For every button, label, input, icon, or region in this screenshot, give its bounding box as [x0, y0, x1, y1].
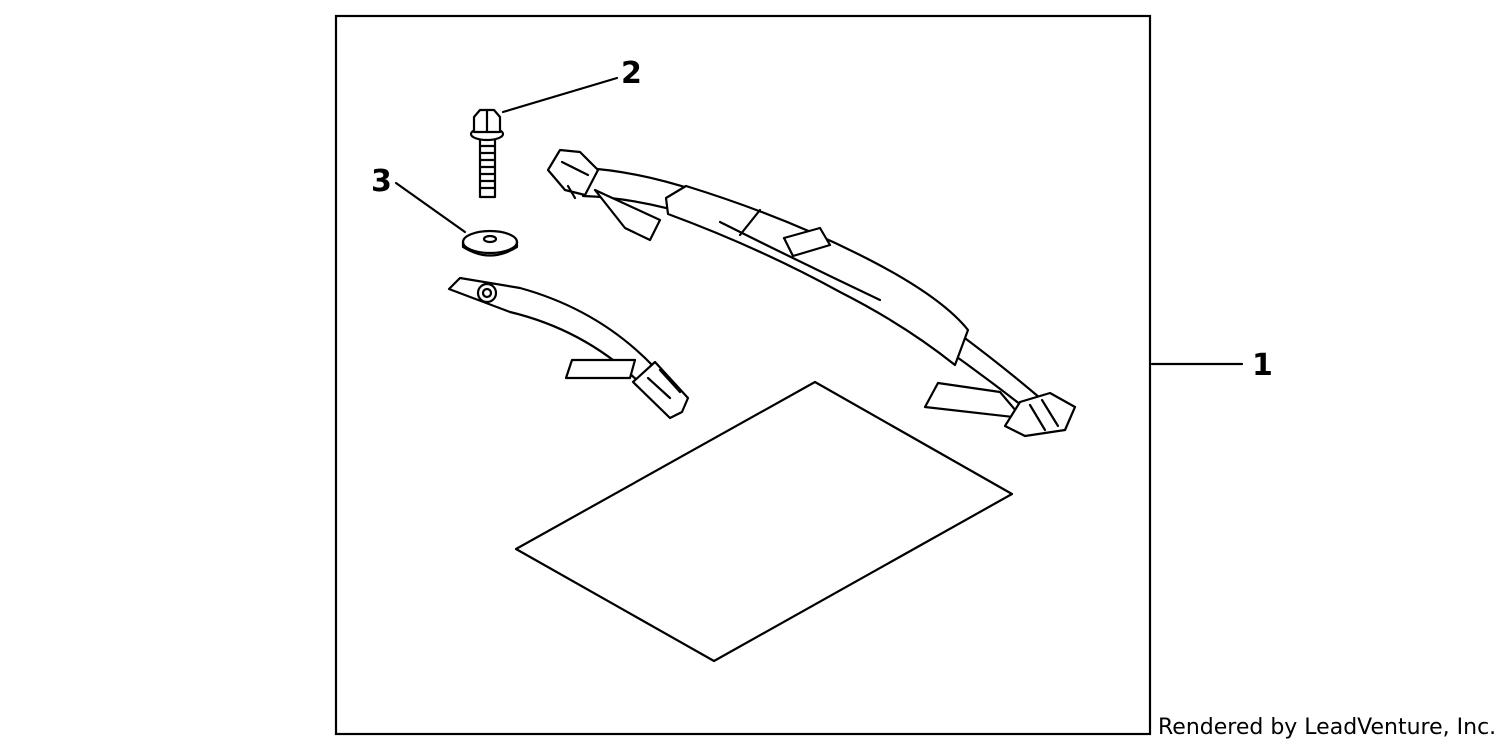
leader-line-3: [394, 181, 467, 234]
callout-1[interactable]: 1: [1252, 348, 1273, 383]
render-credit: Rendered by LeadVenture, Inc.: [1158, 715, 1496, 740]
callout-3[interactable]: 3: [371, 164, 392, 199]
leader-line-2: [501, 76, 619, 114]
flange-bolt[interactable]: [469, 108, 505, 199]
short-strap[interactable]: [447, 276, 690, 420]
instruction-sheet[interactable]: [514, 380, 1014, 663]
callout-2[interactable]: 2: [621, 56, 642, 91]
washer[interactable]: [461, 229, 519, 257]
diagram-frame: [334, 14, 1152, 736]
long-strap[interactable]: [546, 148, 1077, 438]
